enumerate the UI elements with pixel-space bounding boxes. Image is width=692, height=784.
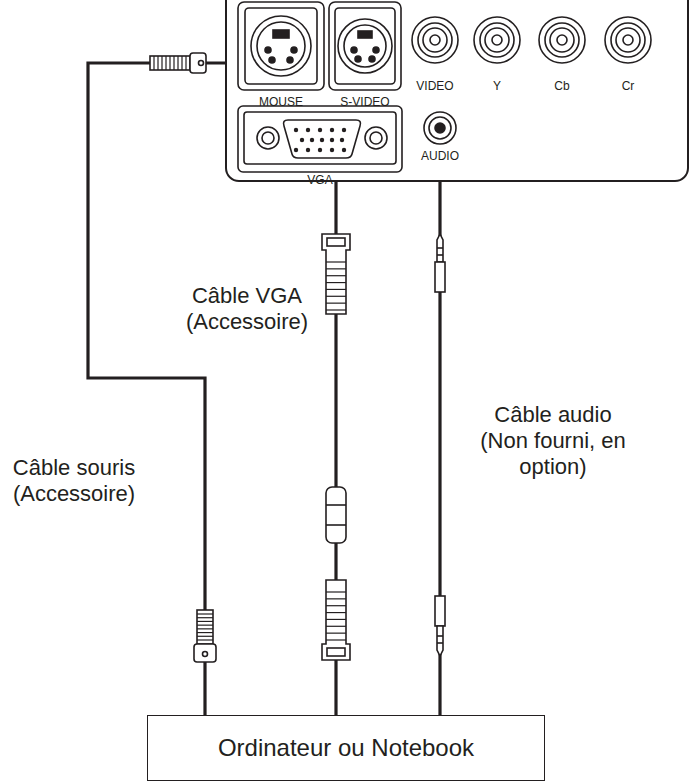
port-label: Y <box>493 80 501 93</box>
port-label: VGA <box>307 174 332 187</box>
port-label: VIDEO <box>416 80 453 93</box>
cable-label: Câble VGA (Accessoire) <box>172 283 322 335</box>
cable-label: Câble souris (Accessoire) <box>4 455 144 507</box>
port-label: Cb <box>554 80 569 93</box>
cable-label: Câble audio (Non fourni, en option) <box>478 402 628 480</box>
computer-box: Ordinateur ou Notebook <box>147 715 545 781</box>
cable <box>88 63 225 715</box>
port-label: AUDIO <box>421 150 459 163</box>
port-label: S-VIDEO <box>340 96 389 109</box>
port-label: Cr <box>622 80 635 93</box>
projector-panel: MOUSES-VIDEOVIDEOYCbCrVGAAUDIO <box>225 0 689 182</box>
port-label: MOUSE <box>259 96 303 109</box>
box-label: Ordinateur ou Notebook <box>218 734 474 762</box>
